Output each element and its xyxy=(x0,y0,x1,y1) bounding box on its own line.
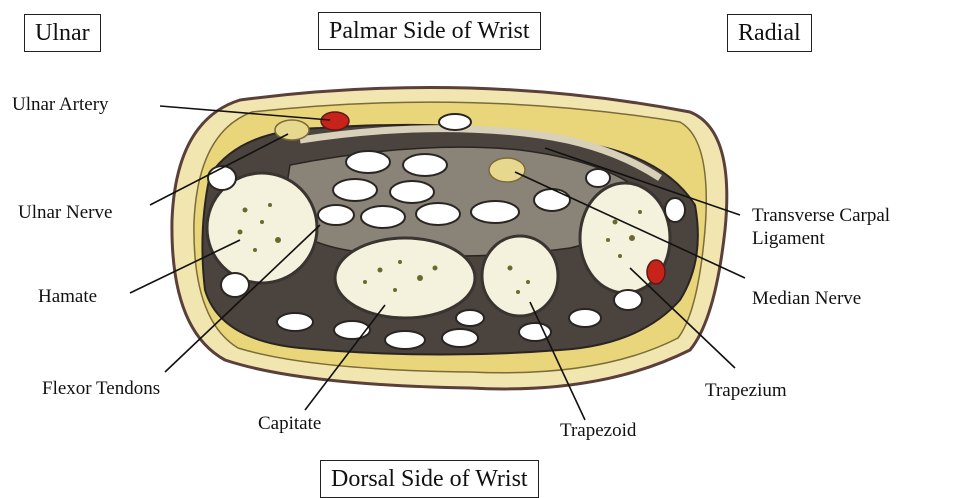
tendon xyxy=(471,201,519,223)
tendon xyxy=(385,331,425,349)
tendon xyxy=(614,290,642,310)
hamate-label: Hamate xyxy=(38,286,97,309)
tendon xyxy=(346,151,390,173)
tendon xyxy=(439,114,471,130)
median-nerve-label: Median Nerve xyxy=(752,288,861,311)
trapezoid-bone xyxy=(482,236,558,316)
tendon xyxy=(442,329,478,347)
trapezium-label: Trapezium xyxy=(705,380,787,403)
flexor-tendons-label: Flexor Tendons xyxy=(42,378,160,401)
ulnar-nerve-vessel xyxy=(275,120,309,140)
transverse-carpal-ligament-label: Transverse Carpal Ligament xyxy=(752,205,942,251)
tendon xyxy=(334,321,370,339)
tendon xyxy=(318,205,354,225)
trapezoid-label: Trapezoid xyxy=(560,420,636,443)
tendon xyxy=(333,179,377,201)
ulnar-nerve-label: Ulnar Nerve xyxy=(18,202,112,225)
tendon xyxy=(403,154,447,176)
tendon xyxy=(416,203,460,225)
tendon xyxy=(390,181,434,203)
ulnar-artery-vessel xyxy=(321,112,349,130)
tendon xyxy=(208,166,236,190)
ulnar-artery-label: Ulnar Artery xyxy=(12,94,109,117)
capitate-label: Capitate xyxy=(258,413,321,436)
tendon xyxy=(277,313,313,331)
tendon xyxy=(586,169,610,187)
tendon xyxy=(221,273,249,297)
tendon xyxy=(569,309,601,327)
tendon xyxy=(361,206,405,228)
tendon xyxy=(665,198,685,222)
tendon xyxy=(456,310,484,326)
tendon xyxy=(534,189,570,211)
radial-artery-vessel xyxy=(647,260,665,284)
capitate-bone xyxy=(335,238,475,318)
median-nerve-vessel xyxy=(489,158,525,182)
